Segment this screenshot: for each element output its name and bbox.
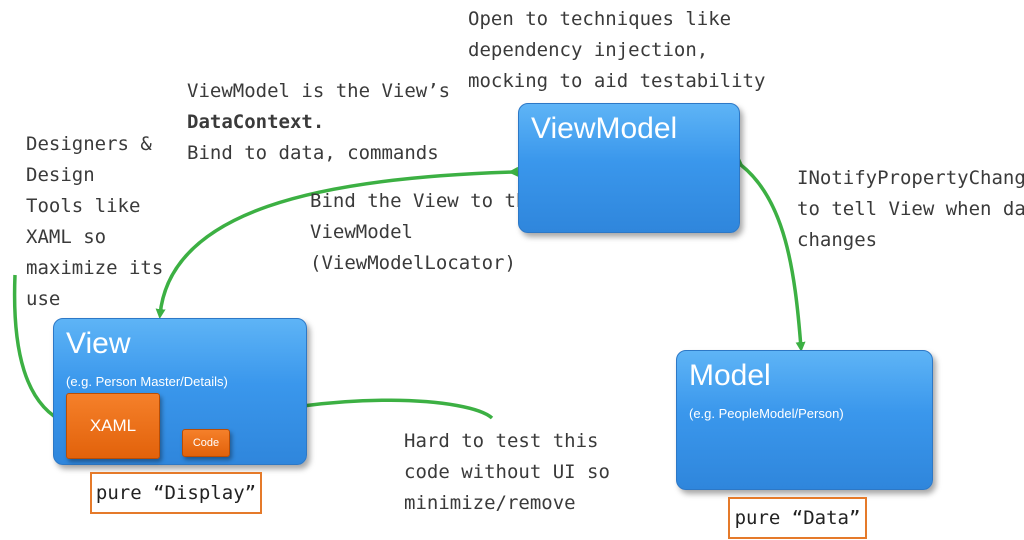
- note-line: dependency injection,: [468, 39, 709, 61]
- note-line: XAML so: [26, 226, 107, 248]
- note-line: (ViewModelLocator): [310, 252, 516, 274]
- note-line: Designers &: [26, 133, 152, 155]
- note-line: Bind the View to the: [310, 190, 539, 212]
- arrow-designers-xaml: [12, 274, 70, 426]
- note-hard-to-test: Hard to test this code without UI so minim…: [404, 426, 610, 519]
- note-line: Design: [26, 164, 95, 186]
- note-line: Hard to test this: [404, 430, 599, 452]
- note-line: maximize its: [26, 257, 164, 279]
- arrow-viewmodel-model: [733, 157, 806, 352]
- model-box: Model (e.g. PeopleModel/Person): [676, 350, 933, 490]
- viewmodel-box: ViewModel: [518, 103, 740, 233]
- note-line: Tools like: [26, 195, 141, 217]
- note-open-techniques: Open to techniques like dependency inject…: [468, 4, 765, 97]
- note-line-datacontext: DataContext.: [187, 111, 325, 133]
- arrow-view-viewmodel: [155, 166, 519, 319]
- code-box: Code: [182, 429, 230, 457]
- viewmodel-title: ViewModel: [531, 112, 678, 145]
- view-title: View: [66, 327, 131, 360]
- note-line: Open to techniques like: [468, 8, 732, 30]
- note-line: ViewModel: [310, 221, 413, 243]
- model-title: Model: [689, 359, 771, 392]
- note-line: mocking to aid testability: [468, 70, 766, 92]
- note-line: code without UI so: [404, 461, 610, 483]
- note-line: ViewModel is the View’s: [187, 80, 451, 102]
- note-line: to tell View when data: [797, 198, 1024, 220]
- note-line: changes: [797, 229, 878, 251]
- xaml-box: XAML: [66, 393, 160, 459]
- pure-display-label: pure “Display”: [90, 472, 262, 514]
- note-line: minimize/remove: [404, 492, 576, 514]
- note-line: Bind to data, commands: [187, 142, 439, 164]
- view-subtitle: (e.g. Person Master/Details): [66, 374, 228, 389]
- pure-data-label: pure “Data”: [728, 497, 867, 539]
- model-subtitle: (e.g. PeopleModel/Person): [689, 406, 844, 421]
- note-inotify: INotifyPropertyChanged to tell View when …: [797, 163, 1024, 256]
- note-line: INotifyPropertyChanged: [797, 167, 1024, 189]
- note-line: use: [26, 288, 61, 310]
- view-box: View (e.g. Person Master/Details) XAML C…: [53, 318, 307, 465]
